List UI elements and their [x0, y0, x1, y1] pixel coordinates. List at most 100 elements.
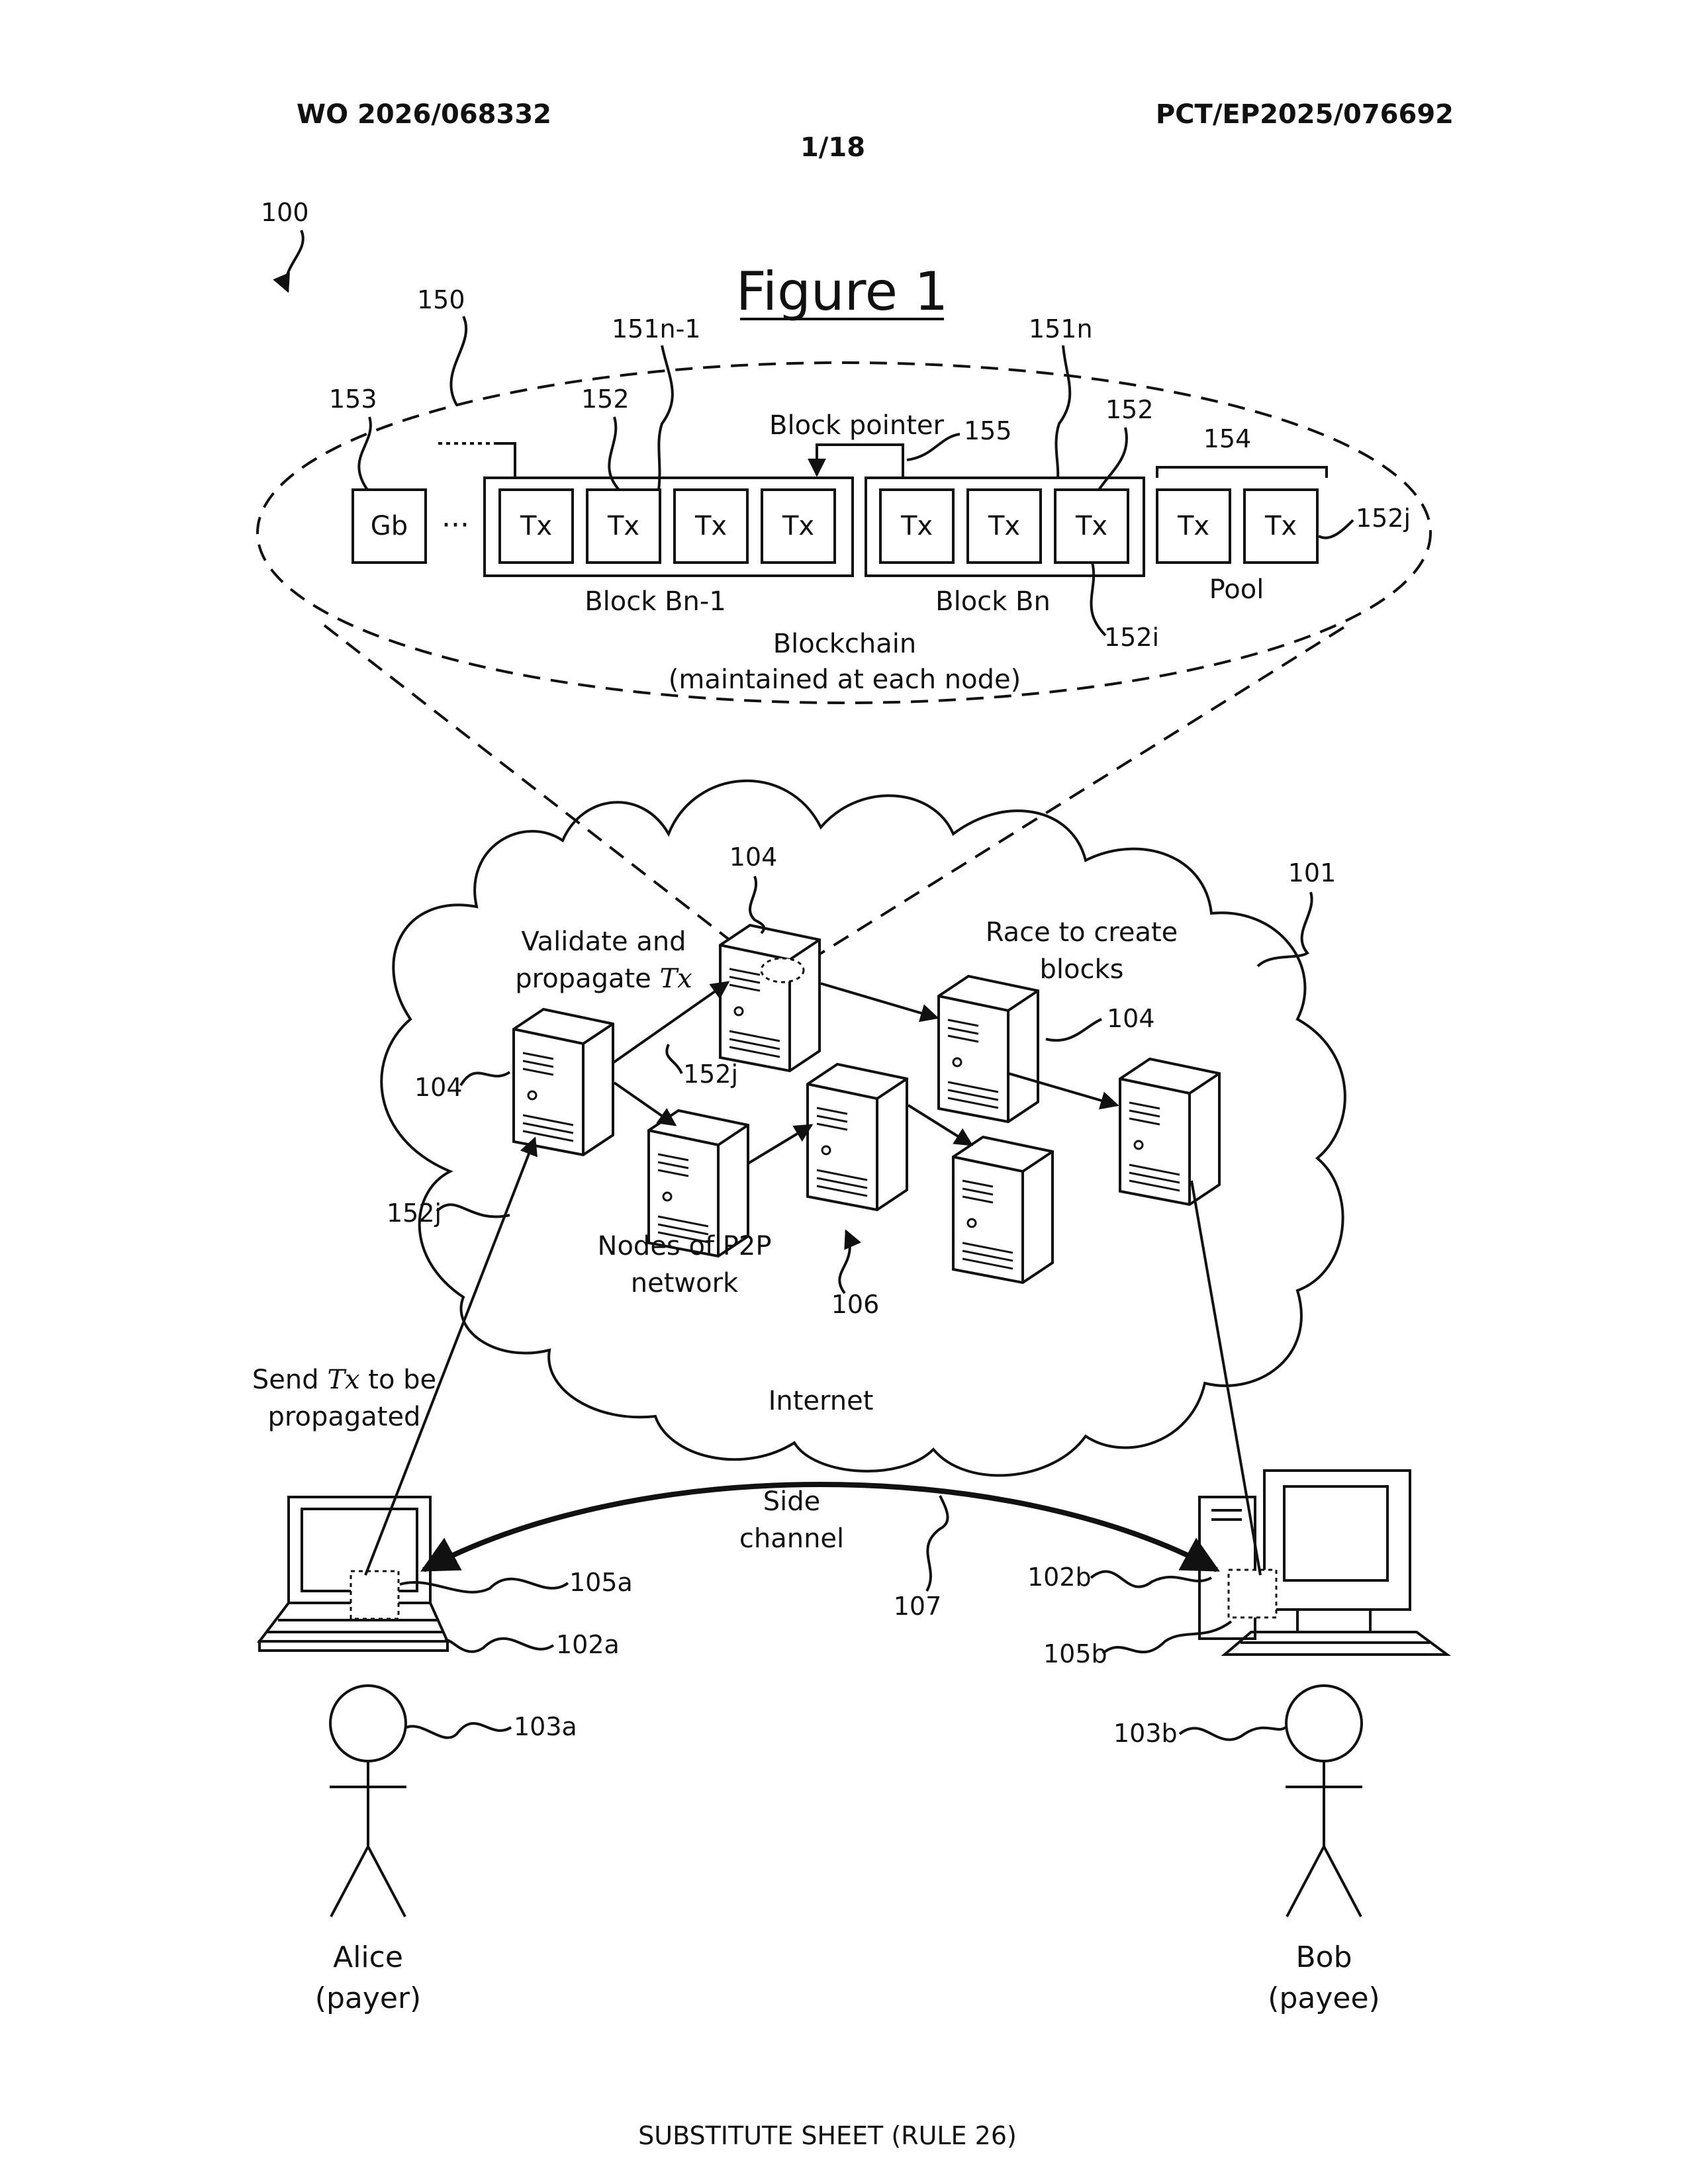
tx-label: Tx — [1075, 511, 1107, 541]
ref-tx-j-prop-leader — [667, 1044, 682, 1073]
ref-node-right: 104 — [1107, 1004, 1155, 1033]
tx-label: Tx — [782, 511, 814, 541]
ref-tx-a: 152 — [581, 385, 630, 414]
ref-alice-device-leader — [445, 1639, 553, 1652]
block-pointer-label: Block pointer — [769, 410, 945, 441]
edge-top-to-right — [821, 983, 937, 1018]
ref-bob: 103b — [1113, 1719, 1178, 1748]
bob-name: Bob — [1295, 1940, 1352, 1974]
ref-pointer: 155 — [964, 416, 1012, 445]
genesis-block-label: Gb — [371, 511, 408, 541]
ref-blockchain-leader — [451, 316, 466, 405]
race-label-line2: blocks — [1040, 954, 1124, 985]
ref-genesis: 153 — [329, 385, 377, 414]
ref-tx-j-prop: 152j — [683, 1060, 738, 1089]
alice-figure — [330, 1686, 406, 1917]
tx-label: Tx — [607, 511, 639, 541]
ref-bob-client: 105b — [1043, 1639, 1107, 1668]
ref-block-prev-leader — [659, 345, 673, 490]
send-label-line2: propagated — [268, 1402, 421, 1432]
blockchain-caption-line2: (maintained at each node) — [669, 664, 1021, 695]
send-label-suffix: to be — [360, 1365, 437, 1395]
ref-tx-b: 152 — [1105, 395, 1154, 424]
block-bn-1-label: Block Bn-1 — [585, 586, 726, 617]
pool-label: Pool — [1209, 574, 1264, 605]
validate-label-line2: propagate Tx — [515, 964, 692, 994]
ref-alice-device: 102a — [556, 1630, 620, 1659]
nodes-label-line2: network — [631, 1268, 739, 1298]
ref-network: 101 — [1288, 858, 1336, 887]
validate-label-line1: Validate and — [521, 927, 686, 957]
ref-system-leader — [286, 230, 303, 291]
server-node-right-top — [939, 976, 1038, 1122]
publication-number: WO 2026/068332 — [297, 99, 551, 130]
alice-name: Alice — [333, 1940, 403, 1974]
ref-tx-i: 152i — [1104, 623, 1159, 652]
alice-client-app — [351, 1571, 399, 1619]
side-channel-line2: channel — [739, 1524, 844, 1554]
ref-blockchain: 150 — [417, 285, 465, 314]
ref-alice: 103a — [514, 1712, 577, 1741]
ref-node-left-leader — [461, 1072, 510, 1085]
ref-tx-j-send-leader — [437, 1205, 510, 1216]
alice-role: (payer) — [315, 1981, 421, 2015]
send-label-tx: Tx — [327, 1365, 359, 1395]
ref-side-channel-leader — [927, 1496, 948, 1591]
ref-bob-device: 102b — [1027, 1563, 1092, 1592]
ref-system: 100 — [261, 198, 309, 227]
ref-network-leader — [1258, 892, 1312, 966]
ref-tx-j-send: 152j — [387, 1199, 442, 1228]
server-node-top — [720, 925, 820, 1071]
block-bn-label: Block Bn — [935, 586, 1051, 617]
side-channel-line1: Side — [763, 1486, 821, 1517]
ref-node-top: 104 — [729, 842, 778, 872]
server-node-far-right — [1120, 1059, 1219, 1205]
send-label-prefix: Send — [252, 1365, 327, 1395]
chain-ellipsis: ··· — [442, 508, 469, 542]
tx-label: Tx — [988, 511, 1020, 541]
tx-label: Tx — [1264, 511, 1297, 541]
ref-alice-leader — [406, 1723, 511, 1738]
server-node-bottom — [953, 1137, 1053, 1283]
tx-label: Tx — [520, 511, 552, 541]
ref-node-right-leader — [1046, 1019, 1102, 1040]
pool-brace — [1157, 467, 1327, 478]
edge-left-to-top — [613, 982, 728, 1063]
ref-pool: 154 — [1203, 424, 1252, 453]
validate-label-prefix: propagate — [515, 964, 659, 994]
ref-p2p: 106 — [831, 1290, 880, 1319]
internet-label: Internet — [769, 1386, 874, 1416]
application-number: PCT/EP2025/076692 — [1156, 99, 1454, 130]
tx-label: Tx — [900, 511, 933, 541]
ref-block-cur: 151n — [1029, 314, 1093, 343]
nodes-label-line1: Nodes of P2P — [598, 1231, 772, 1261]
footer-text: SUBSTITUTE SHEET (RULE 26) — [638, 2121, 1017, 2150]
ref-tx-j: 152j — [1356, 504, 1411, 533]
block-pointer-arrow — [817, 445, 903, 478]
race-label-line1: Race to create — [986, 917, 1178, 948]
bob-desktop — [1199, 1471, 1447, 1655]
tx-label: Tx — [694, 511, 727, 541]
sheet-number: 1/18 — [800, 132, 865, 163]
edge-center-to-mid — [748, 1125, 812, 1163]
ref-bob-leader — [1180, 1727, 1286, 1740]
bob-role: (payee) — [1268, 1981, 1380, 2015]
tx-label: Tx — [1177, 511, 1209, 541]
validate-label-tx: Tx — [660, 964, 692, 994]
send-label-line1: Send Tx to be — [252, 1365, 436, 1395]
blockchain-caption-line1: Blockchain — [773, 629, 917, 659]
ref-p2p-leader — [839, 1231, 849, 1293]
ref-node-left: 104 — [414, 1073, 463, 1102]
ref-block-cur-leader — [1056, 345, 1070, 478]
ref-block-prev: 151n-1 — [612, 314, 701, 343]
node-blockchain-copy — [761, 958, 804, 982]
server-node-mid — [808, 1064, 907, 1210]
edge-left-to-center — [614, 1083, 675, 1125]
bob-client-app — [1229, 1570, 1276, 1617]
ref-genesis-leader — [359, 417, 371, 490]
ref-bob-device-leader — [1091, 1571, 1211, 1586]
bob-figure — [1286, 1686, 1362, 1917]
server-node-left — [514, 1009, 613, 1155]
ref-side-channel: 107 — [894, 1592, 942, 1621]
